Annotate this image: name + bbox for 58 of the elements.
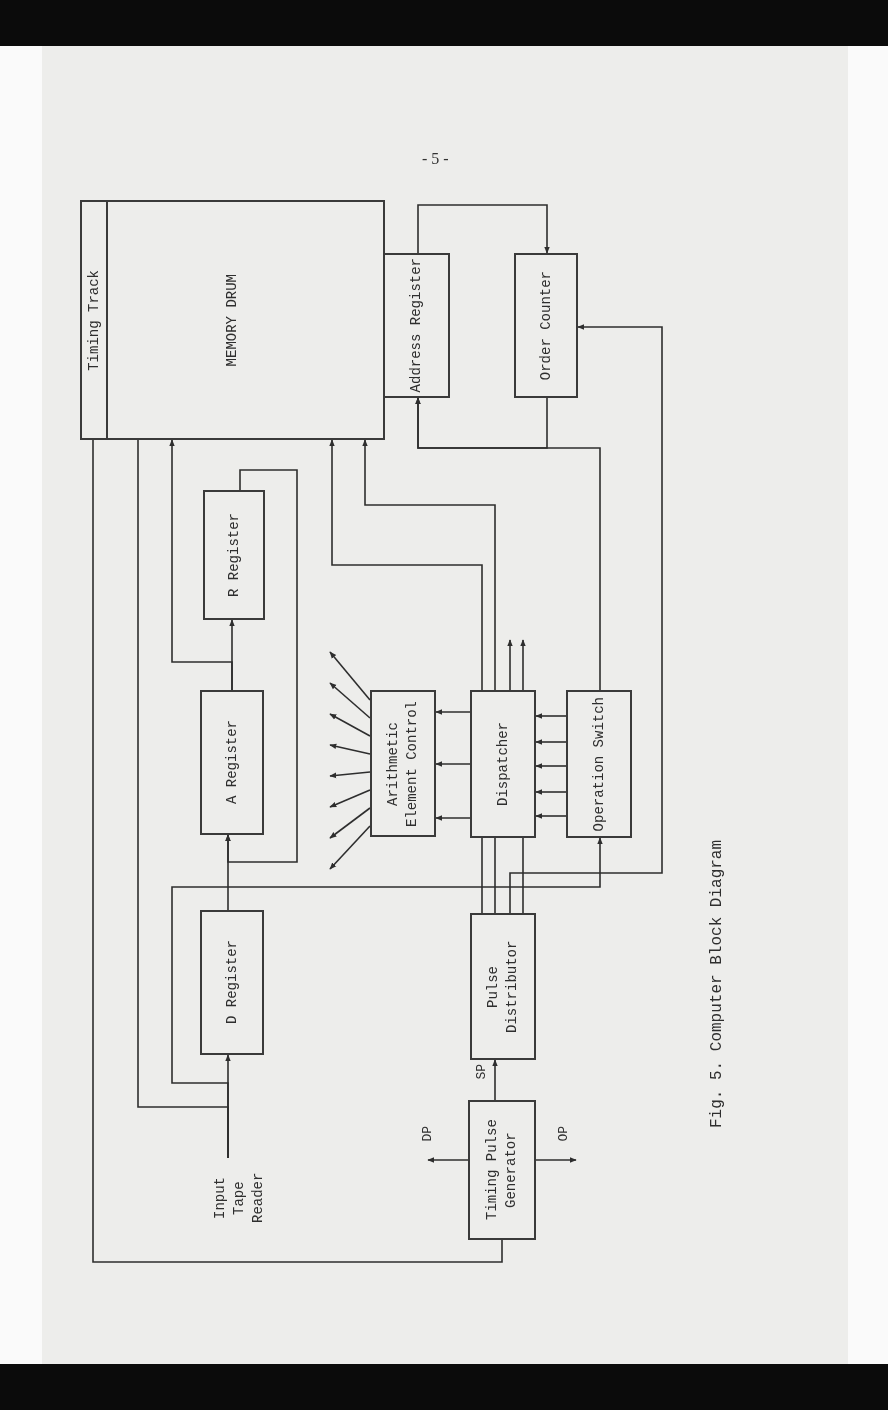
block-label: A Register [222, 720, 241, 805]
block-label: Address Register [407, 258, 425, 393]
block-label: Timing Pulse Generator [483, 1118, 520, 1223]
connector-arrow [169, 439, 233, 691]
block-label: Pulse Distributor [484, 939, 521, 1035]
block-label: Timing Track [84, 269, 103, 371]
block-box [514, 253, 578, 398]
connector-arrow [415, 397, 601, 691]
connector-arrow [520, 639, 526, 691]
block-box [470, 913, 536, 1060]
block-label: Operation Switch [589, 696, 608, 832]
block-box [370, 690, 436, 837]
block-box [80, 200, 385, 440]
block-box [200, 910, 264, 1055]
connector-arrow [329, 651, 371, 701]
connector-arrow [535, 1157, 577, 1163]
connector-arrow [492, 1059, 498, 1101]
signal-label: DP [420, 1126, 435, 1142]
connector-arrow [329, 807, 371, 839]
block-label: R Register [224, 513, 243, 597]
connector-arrow [171, 837, 603, 1159]
connector-arrow [535, 739, 567, 745]
connector-arrow [329, 825, 371, 870]
page-number: - 5 - [422, 150, 449, 168]
connector-arrow [225, 469, 298, 863]
connector-arrow [329, 743, 371, 755]
connector-arrow [417, 204, 550, 254]
block-label: D Register [222, 940, 241, 1025]
connector-arrow [535, 789, 567, 795]
block-label: Dispatcher [493, 722, 512, 806]
device-label: Input Tape Reader [210, 1158, 268, 1238]
figure-caption: Fig. 5. Computer Block Diagram [708, 838, 726, 1128]
block-box [203, 490, 265, 620]
block-label: Arithmetic Element Control [384, 699, 421, 829]
block-label: MEMORY DRUM [223, 273, 241, 367]
connector-arrow [535, 713, 567, 719]
connector-arrow [427, 1157, 469, 1163]
block-label: Order Counter [536, 270, 555, 381]
connector-arrow [329, 439, 483, 691]
connector-arrow [507, 639, 513, 691]
block-box [566, 690, 632, 838]
connector-arrow [509, 324, 663, 914]
connector-arrow [329, 789, 371, 808]
connector-arrow [535, 813, 567, 819]
block-box [383, 253, 450, 398]
connector-arrow [435, 761, 471, 767]
block-box [468, 1100, 536, 1240]
signal-label: SP [474, 1064, 489, 1080]
connector-arrow [435, 815, 471, 821]
connector-arrow [435, 709, 471, 715]
connector-arrow [362, 439, 496, 691]
connector-arrow [329, 771, 371, 779]
connector-arrow [329, 682, 371, 719]
connector-arrow [535, 763, 567, 769]
block-box [470, 690, 536, 838]
connector-arrow [329, 713, 371, 737]
block-box [200, 690, 264, 835]
signal-label: OP [556, 1126, 571, 1142]
